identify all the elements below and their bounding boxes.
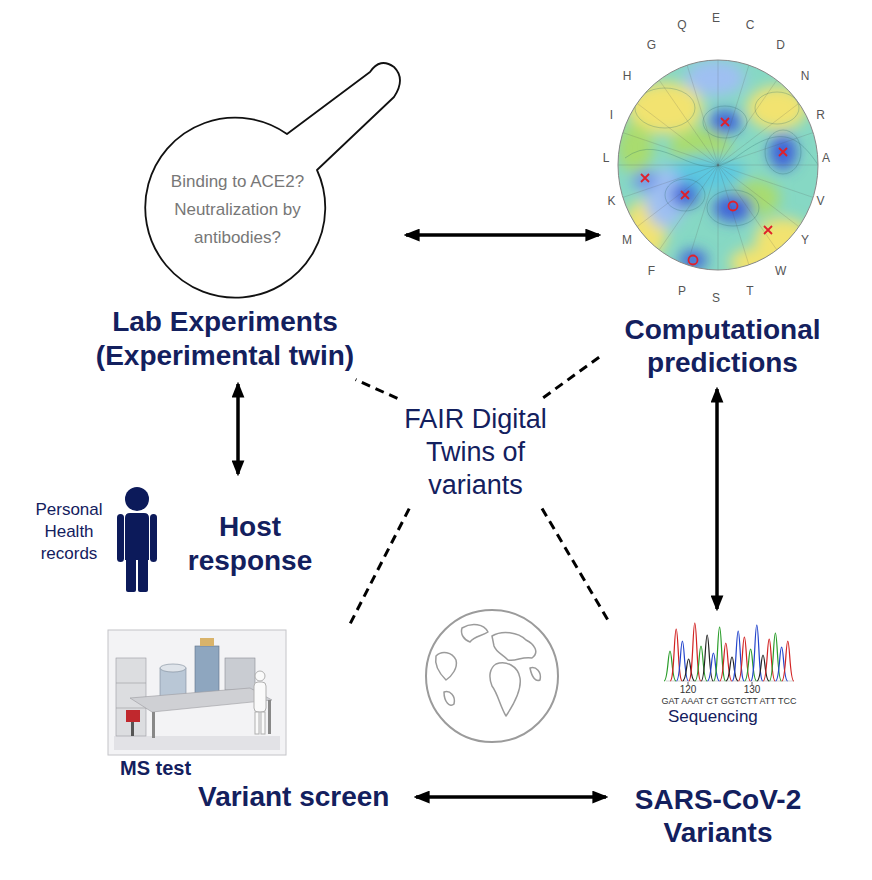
axis-letter: Y: [801, 234, 809, 246]
axis-letter: H: [623, 70, 632, 82]
hub-node: FAIR Digital Twins of variants: [383, 400, 568, 505]
globe-illustration: [424, 608, 560, 744]
axis-letter: Q: [677, 19, 686, 31]
axis-letter: L: [603, 152, 610, 164]
axis-letter: D: [776, 39, 785, 51]
image-caption: MS test: [120, 756, 230, 780]
position-number: 120: [680, 685, 697, 695]
dashed-link: [356, 380, 398, 399]
polar-plot-node: Computational predictions: [605, 8, 840, 383]
dashed-link: [542, 508, 610, 623]
axis-letter: F: [648, 265, 655, 277]
axis-letter: C: [746, 19, 755, 31]
arrow-connector: [715, 389, 719, 609]
axis-letter: G: [647, 39, 656, 51]
node-heading: Host response: [175, 510, 325, 578]
node-heading: Computational predictions: [605, 313, 840, 379]
hub-title: FAIR Digital Twins of variants: [383, 403, 568, 502]
arrow-connector: [236, 384, 240, 474]
arrow-connector: [416, 795, 606, 799]
axis-letter: S: [712, 292, 720, 304]
dashed-link: [350, 509, 409, 625]
side-note: Personal Health records: [25, 499, 113, 565]
axis-letter: M: [622, 234, 632, 246]
axis-letter: R: [816, 109, 825, 121]
sequencing-node: SequencingSARS-CoV-2 Variants: [612, 615, 840, 850]
flask-node: Binding to ACE2? Neutralization by antib…: [80, 55, 400, 378]
position-number: 130: [744, 685, 761, 695]
axis-letter: E: [712, 12, 720, 24]
axis-letter: P: [678, 285, 686, 297]
axis-letter: T: [746, 285, 753, 297]
node-heading: SARS-CoV-2 Variants: [613, 783, 823, 849]
axis-letter: W: [775, 265, 786, 277]
instrument-node: MS testVariant screen: [100, 628, 410, 815]
node-heading: Variant screen: [198, 780, 410, 814]
axis-letter: K: [607, 195, 615, 207]
flask-question: Binding to ACE2? Neutralization by antib…: [160, 168, 315, 252]
axis-letter: V: [817, 195, 825, 207]
node-heading: Lab Experiments (Experimental twin): [80, 305, 370, 373]
arrow-connector: [406, 233, 599, 237]
axis-letter: A: [822, 152, 830, 164]
person-node: Personal Health records Host response: [25, 480, 325, 595]
axis-letter: N: [801, 70, 810, 82]
image-caption: Sequencing: [668, 707, 798, 727]
dashed-link: [543, 355, 602, 397]
base-sequence: GAT AAAT CT GGTCTT ATT TCC: [661, 697, 796, 706]
axis-letter: I: [610, 109, 613, 121]
